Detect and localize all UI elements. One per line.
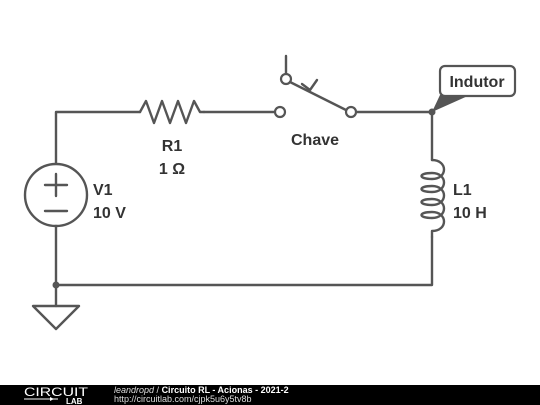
switch-chave[interactable] <box>273 54 358 119</box>
inductor-l1[interactable] <box>420 158 446 239</box>
probe-label: Indutor <box>449 74 504 91</box>
switch-label: Chave <box>291 132 339 149</box>
probe-indutor[interactable]: Indutor <box>432 64 517 112</box>
resistor-ref-label: R1 <box>162 138 183 155</box>
inductor-ref-label: L1 <box>453 182 472 199</box>
source-value-label: 10 V <box>93 205 126 222</box>
switch-actuator-arrow <box>300 78 319 92</box>
voltage-source-circle <box>23 162 89 228</box>
logo-diode-icon <box>50 397 54 401</box>
logo-word-top: CIRCUIT <box>24 385 89 399</box>
footer-credit-line: leandropd / Circuito RL - Acionas - 2021… <box>114 386 289 395</box>
footer-author[interactable]: leandropd <box>114 385 155 395</box>
footer-separator: / <box>154 385 162 395</box>
wire-bottom <box>54 224 434 287</box>
probe-pointer <box>432 95 470 112</box>
inductor-value-label: 10 H <box>453 205 487 222</box>
switch-pole-terminal <box>279 72 293 86</box>
resistor-value-label: 1 Ω <box>159 161 185 178</box>
probe-box <box>438 64 517 98</box>
wire-top-left <box>54 110 142 165</box>
switch-left-terminal <box>273 105 287 119</box>
switch-right-terminal <box>344 105 358 119</box>
footer-bar: CIRCUIT LAB leandropd / Circuito RL - Ac… <box>0 385 540 405</box>
footer-url[interactable]: http://circuitlab.com/cjpk5u6y5tv8b <box>114 394 252 404</box>
footer-title[interactable]: Circuito RL - Acionas - 2021-2 <box>161 385 289 395</box>
logo-word-bottom: LAB <box>66 397 83 405</box>
resistor-r1[interactable] <box>138 99 206 125</box>
voltage-source-v1[interactable] <box>23 162 89 228</box>
circuitlab-logo[interactable]: CIRCUIT LAB <box>0 385 100 405</box>
switch-blade <box>288 80 348 112</box>
source-ref-label: V1 <box>93 182 113 199</box>
ground-symbol <box>31 304 81 331</box>
circuit-schematic: V1 10 V R1 1 Ω Chave L1 10 H Indutor <box>23 54 517 331</box>
node-junction-bottom <box>52 281 60 289</box>
